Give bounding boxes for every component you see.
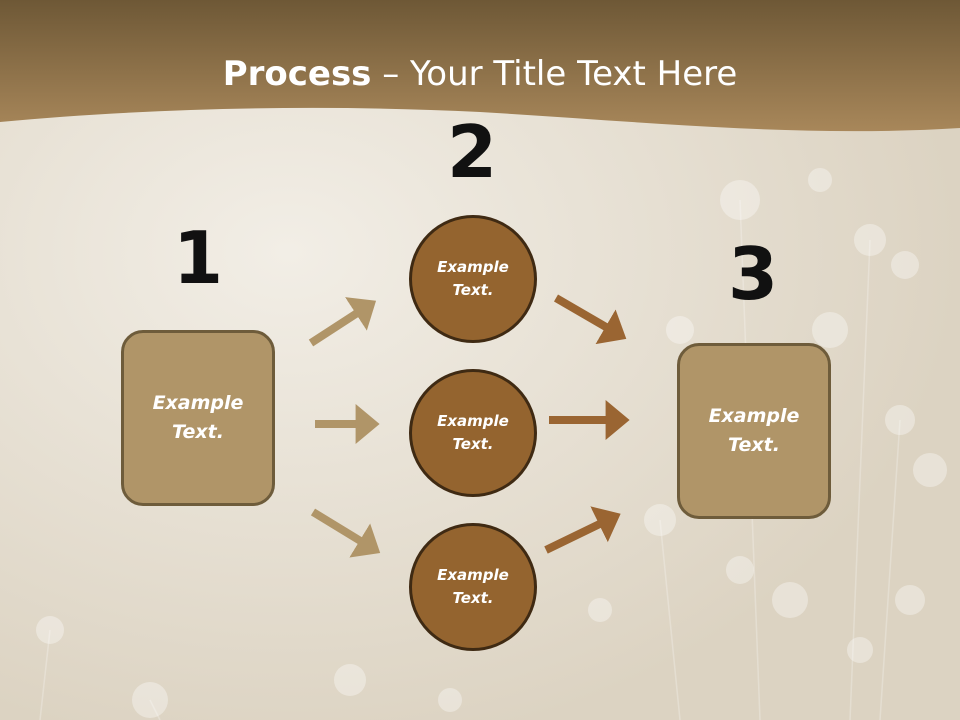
title-bold: Process (222, 54, 372, 94)
circle-middle-label: Example Text. (437, 412, 509, 453)
step-2-circle-bottom: Example Text. (409, 523, 537, 651)
step-1-label: Example Text. (152, 392, 244, 443)
step-3-label: Example Text. (708, 405, 800, 456)
slide-title: Process – Your Title Text Here (0, 52, 960, 96)
circle-top-label: Example Text. (437, 258, 509, 299)
circle-bottom-label: Example Text. (437, 566, 509, 607)
step-1-box: Example Text. (121, 330, 275, 506)
step-number-2: 2 (446, 110, 498, 194)
step-3-box: Example Text. (677, 343, 831, 519)
title-rest: – Your Title Text Here (371, 54, 738, 94)
step-number-1: 1 (172, 216, 224, 300)
step-2-circle-middle: Example Text. (409, 369, 537, 497)
step-number-3: 3 (727, 232, 779, 316)
step-2-circle-top: Example Text. (409, 215, 537, 343)
